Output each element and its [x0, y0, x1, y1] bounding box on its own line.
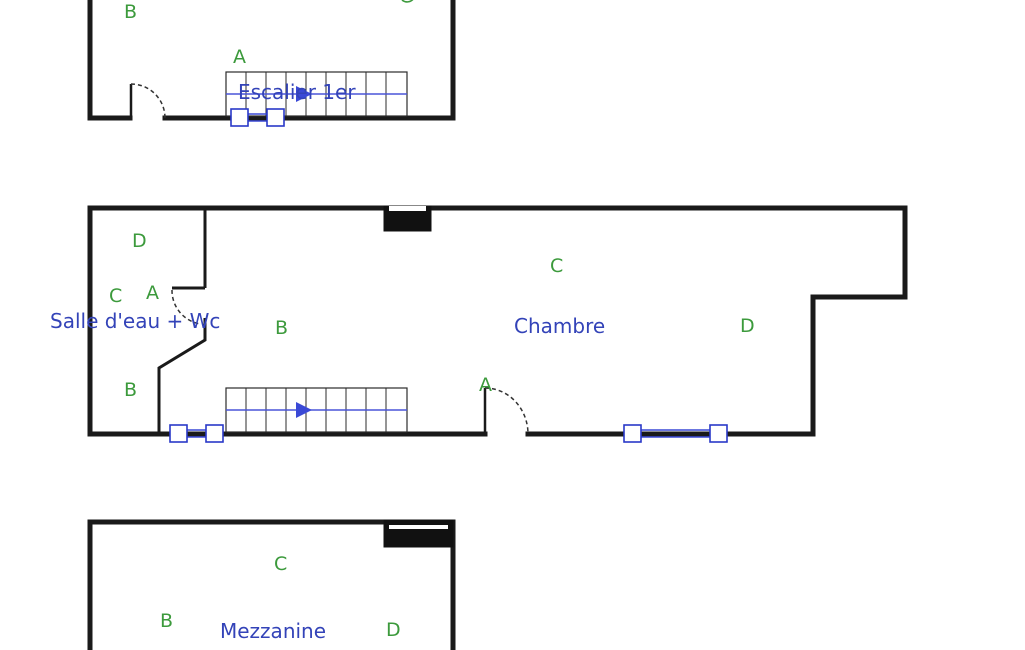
bottom-plan: C B Mezzanine D — [87, 519, 456, 650]
stair-arrow-icon — [296, 86, 312, 102]
marker-c: C — [550, 255, 563, 277]
marker-a: A — [233, 46, 246, 68]
marker-a: A — [479, 374, 492, 396]
middle-plan-staircase — [225, 387, 408, 433]
room-label-salle-deau: Salle d'eau + Wc — [50, 309, 220, 333]
marker-d: D — [386, 619, 401, 641]
top-plan-door — [129, 83, 166, 119]
marker-d: D — [740, 315, 755, 337]
bathroom-door — [171, 289, 201, 325]
room-label-mezzanine: Mezzanine — [220, 619, 326, 643]
middle-plan-entry-door — [483, 387, 529, 435]
marker-b: B — [275, 317, 288, 339]
cut-label-fragment — [401, 0, 414, 3]
middle-plan-outer-wall — [87, 205, 908, 437]
marker-d: D — [132, 230, 147, 252]
marker-b: B — [160, 610, 173, 632]
stair-arrow-icon — [296, 402, 312, 418]
middle-plan-window-left — [169, 424, 224, 443]
room-label-chambre: Chambre — [514, 314, 605, 338]
room-label-escalier: Escalier 1er — [238, 80, 356, 104]
bottom-plan-outer-wall — [87, 519, 456, 650]
bottom-plan-chimney — [383, 519, 454, 548]
top-plan-staircase — [225, 71, 408, 117]
top-plan: B A Escalier 1er — [87, 0, 456, 127]
middle-plan-window-right — [623, 424, 728, 443]
middle-plan-chimney — [383, 205, 432, 232]
marker-a: A — [146, 282, 159, 304]
top-plan-window — [230, 108, 285, 127]
marker-c: C — [274, 553, 287, 575]
bathroom-partition-lower — [157, 318, 207, 434]
marker-c: C — [109, 285, 122, 307]
middle-plan: D C A Salle d'eau + Wc B B C Chambre D A — [50, 205, 908, 443]
marker-b: B — [124, 1, 137, 23]
marker-b: B — [124, 379, 137, 401]
